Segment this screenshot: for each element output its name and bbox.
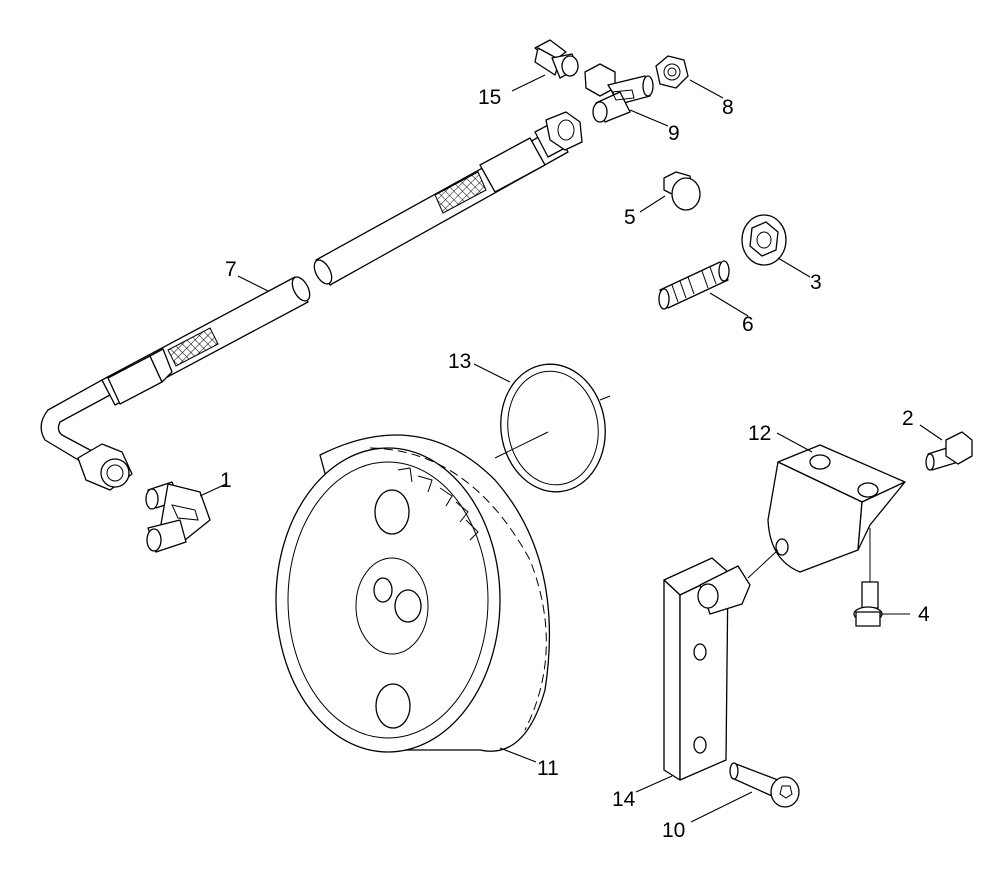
callout-9: 9: [668, 122, 680, 145]
callout-6: 6: [742, 313, 754, 336]
callout-labels: 1 2 3 4 5 6 7 8 9 10 11 12 13 14 15: [220, 86, 930, 842]
callout-5: 5: [624, 206, 636, 229]
elbow-fitting-part-1: [145, 481, 211, 553]
callout-8: 8: [722, 96, 734, 119]
callout-1: 1: [220, 469, 232, 492]
lever-plate-part-14: [663, 549, 779, 781]
leader-lines: [199, 74, 943, 823]
callout-15: 15: [478, 86, 501, 109]
screw-part-10: [729, 762, 800, 808]
flange-nut-part-3: [741, 214, 787, 266]
bracket-part-12: [767, 444, 906, 573]
stud-part-6: [658, 260, 730, 310]
callout-12: 12: [748, 422, 771, 445]
fitting-part-15: [534, 39, 579, 79]
callout-13: 13: [448, 350, 471, 373]
callout-11: 11: [537, 757, 559, 780]
callout-3: 3: [810, 271, 822, 294]
callout-7: 7: [225, 258, 237, 281]
bolt-part-2: [925, 431, 973, 471]
o-ring-part-13: [494, 363, 611, 493]
callout-10: 10: [662, 819, 685, 842]
hose-part-7: [40, 111, 583, 491]
flange-bolt-part-4: [853, 528, 883, 627]
callout-14: 14: [612, 788, 636, 811]
nut-part-8: [655, 55, 689, 89]
tee-fitting-part-9: [584, 63, 654, 123]
callout-4: 4: [918, 603, 930, 626]
gear-wheel-part-11: [275, 434, 551, 753]
plug-part-5: [663, 171, 701, 211]
callout-2: 2: [902, 407, 914, 430]
